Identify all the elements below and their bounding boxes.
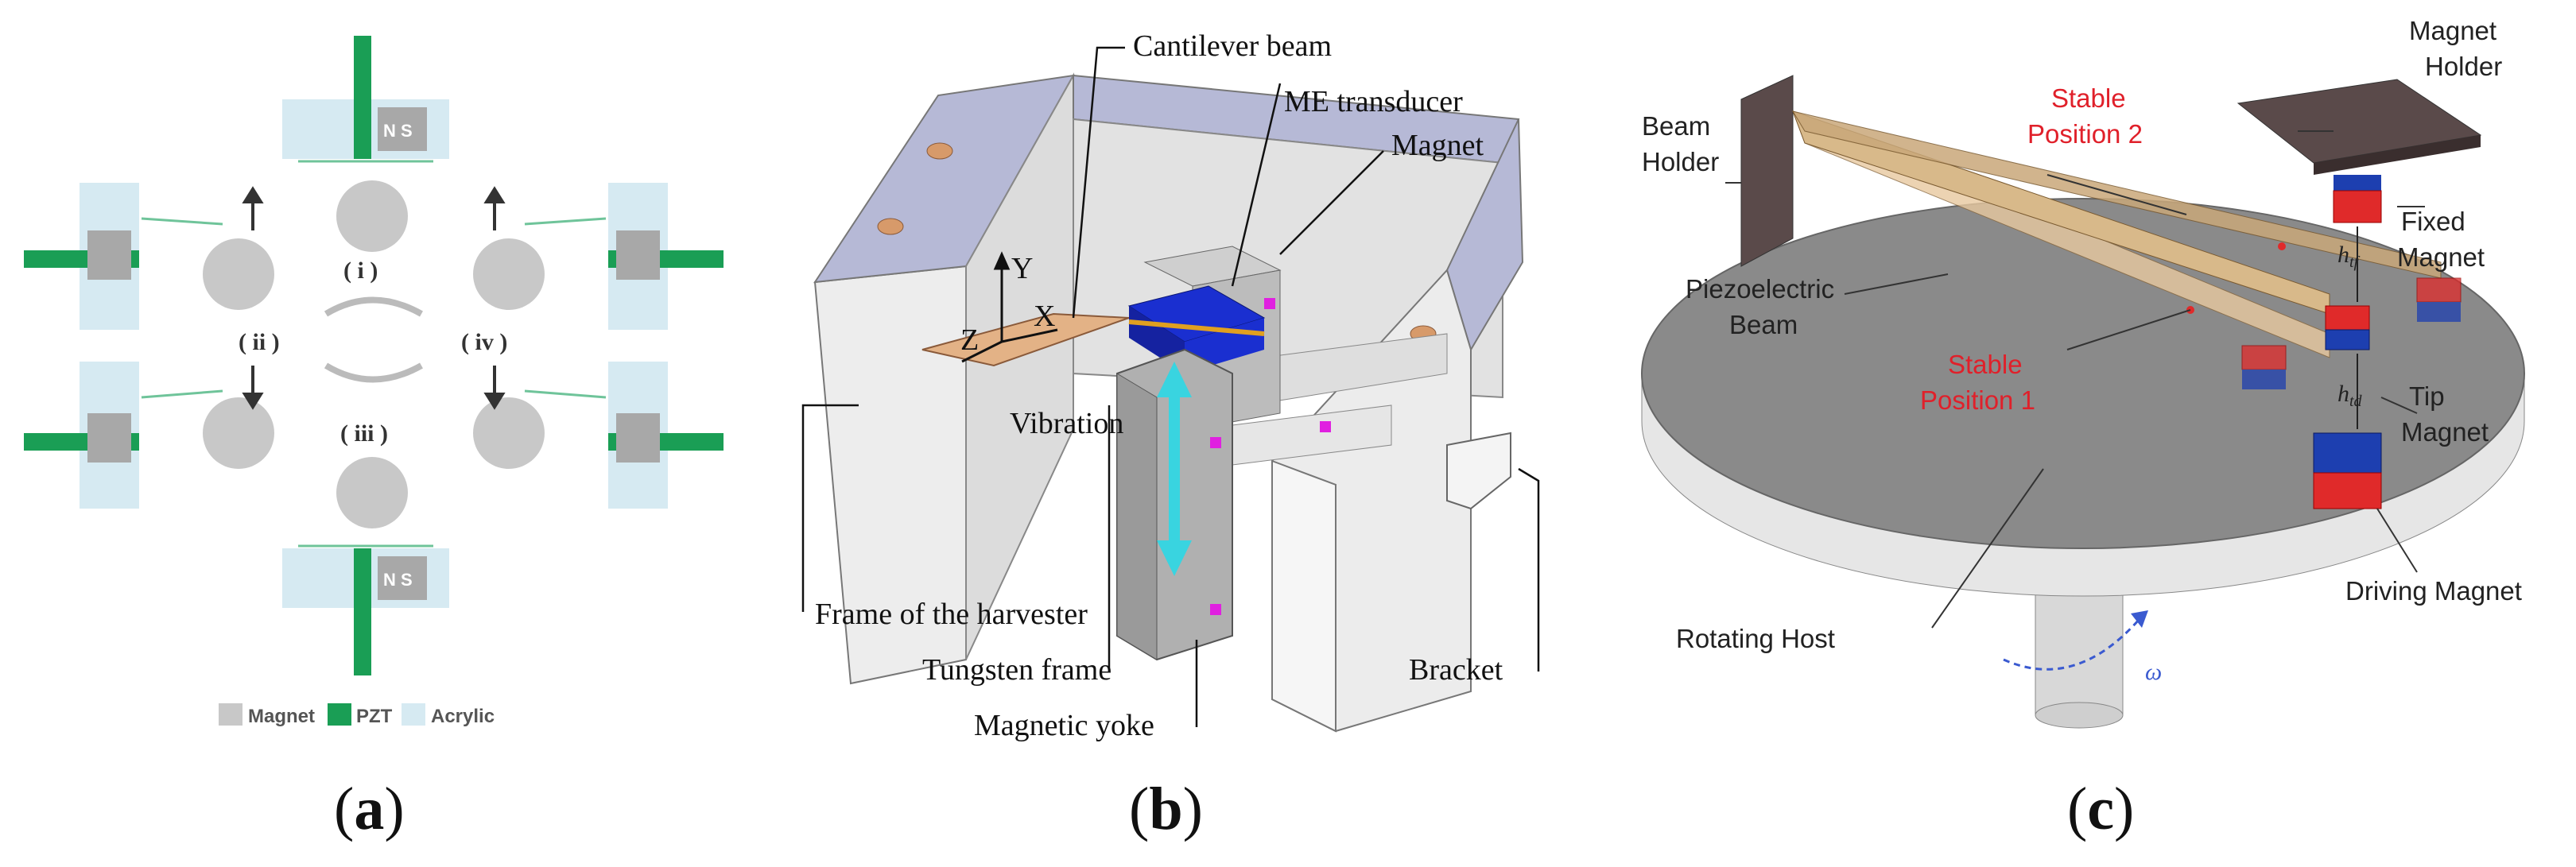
tungsten-frame-face — [1116, 373, 1158, 660]
h-tf-label: htf — [2337, 242, 2361, 271]
axes — [961, 251, 1058, 363]
beam-holder-label-1: Beam — [1642, 111, 1710, 141]
panel-b-diagram: Y X Z Vibration Cantilever beam ME trans… — [801, 29, 1540, 742]
tip-magnet-label-1: Tip — [2409, 381, 2445, 411]
svg-text:( i ): ( i ) — [343, 257, 378, 284]
magnet-holder-label-2: Holder — [2425, 52, 2502, 81]
stable2-label-2: Position 2 — [2027, 119, 2143, 149]
piezo-beam-label-1: Piezoelectric — [1686, 274, 1834, 304]
magnet-label: Magnet — [1391, 129, 1484, 162]
caption-a: (a) — [334, 776, 405, 842]
leader-lines-c — [1725, 130, 2425, 629]
bracket-label: Bracket — [1409, 653, 1503, 687]
frame-right-face — [1271, 459, 1336, 733]
axis-y-label: Y — [1011, 252, 1033, 285]
svg-text:N S: N S — [383, 121, 413, 141]
fixed-magnet-blue — [2334, 175, 2381, 191]
yoke-marker-1 — [1210, 437, 1221, 448]
tungsten-label: Tungsten frame — [922, 653, 1111, 687]
yoke-marker-2 — [1210, 604, 1221, 615]
omega-arrow — [2003, 619, 2140, 671]
vibration-label: Vibration — [1010, 407, 1123, 440]
legend: Magnet PZT Acrylic — [219, 703, 495, 727]
shaft-bottom — [2035, 702, 2124, 729]
yoke-label: Magnetic yoke — [974, 709, 1154, 742]
yoke-marker-4 — [1320, 421, 1331, 432]
beam-holder — [1740, 75, 1794, 267]
panel-a: N S N S — [0, 0, 747, 867]
stable2-label-1: Stable — [2051, 83, 2126, 113]
frame-label: Frame of the harvester — [815, 598, 1088, 631]
panel-b: Y X Z Vibration Cantilever beam ME trans… — [755, 0, 1582, 867]
cycle-arrows — [324, 296, 423, 383]
piezo-beam-label-2: Beam — [1729, 310, 1798, 339]
leader-lines — [801, 46, 1540, 727]
legend-pzt-swatch — [328, 703, 351, 726]
omega-arrowhead — [2131, 610, 2148, 628]
axis-x-label: X — [1034, 300, 1055, 333]
fixed-magnet-label-2: Magnet — [2397, 242, 2485, 272]
acrylic-plates — [80, 99, 668, 608]
svg-text:N S: N S — [383, 570, 413, 590]
panel-a-diagram: N S N S — [24, 36, 724, 727]
omega-label: ω — [2145, 659, 2162, 685]
panel-c-diagram: Beam Holder Magnet Holder Stable Positio… — [1641, 16, 2525, 729]
axis-z-label: Z — [960, 323, 979, 357]
legend-magnet: Magnet — [248, 706, 315, 727]
caption-b: (b) — [1129, 776, 1203, 842]
stable1-label-1: Stable — [1948, 350, 2023, 379]
ns-magnet-blocks — [87, 107, 660, 600]
svg-text:( ii ): ( ii ) — [239, 329, 280, 355]
stage-labels: ( i ) ( ii ) ( iii ) ( iv ) — [239, 257, 507, 447]
frame-back-wall — [965, 72, 1074, 660]
driving-magnet-red — [2313, 472, 2382, 509]
ns-labels: N S N S — [383, 121, 413, 590]
tip-magnet-label-2: Magnet — [2401, 417, 2489, 447]
driving-magnet-label: Driving Magnet — [2345, 576, 2522, 606]
circle-magnets — [203, 180, 545, 528]
stable1-label-2: Position 1 — [1920, 385, 2035, 415]
me-transducer-label: ME transducer — [1284, 85, 1463, 118]
yoke-marker-3 — [1264, 298, 1275, 309]
tip-magnet-left — [2241, 345, 2287, 389]
legend-pzt: PZT — [356, 706, 393, 727]
me-transducer-stripe — [1128, 319, 1265, 336]
cantilever-label: Cantilever beam — [1133, 29, 1332, 63]
legend-acrylic-swatch — [402, 703, 425, 726]
vibration-arrow — [1157, 362, 1192, 576]
svg-text:( iii ): ( iii ) — [340, 420, 388, 447]
beam-holder-label-2: Holder — [1642, 147, 1719, 176]
rotating-host-label: Rotating Host — [1676, 624, 1835, 653]
magnet-holder-label-1: Magnet — [2409, 16, 2496, 45]
hole-2 — [926, 142, 953, 160]
motion-arrows — [242, 186, 506, 410]
driving-magnet-blue — [2313, 432, 2382, 474]
legend-magnet-swatch — [219, 703, 242, 726]
hole-1 — [877, 218, 904, 235]
fixed-magnet-label-1: Fixed — [2401, 207, 2465, 236]
svg-text:( iv ): ( iv ) — [461, 329, 507, 355]
caption-c: (c) — [2067, 776, 2135, 842]
tip-magnet-right — [2416, 277, 2462, 322]
h-td-label: htd — [2337, 381, 2363, 410]
field-lines — [141, 160, 607, 548]
panel-c: Beam Holder Magnet Holder Stable Positio… — [1614, 0, 2576, 867]
magnet-holder-side — [2314, 135, 2481, 175]
bracket — [1446, 432, 1511, 510]
tip-magnet-center — [2325, 305, 2370, 350]
fixed-magnet-red — [2333, 190, 2382, 223]
legend-acrylic: Acrylic — [431, 706, 495, 727]
